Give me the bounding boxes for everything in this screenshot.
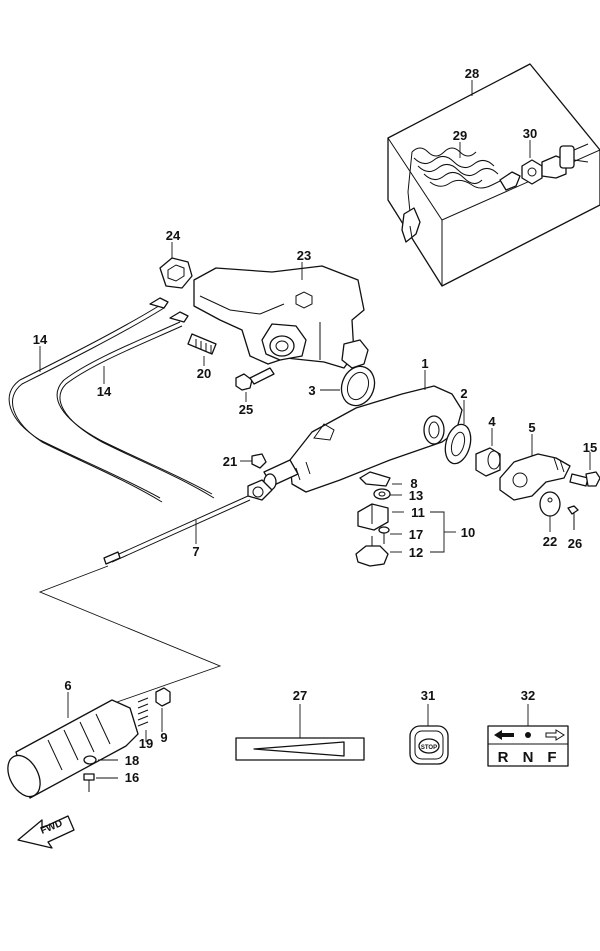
tiller-arm-1	[263, 385, 463, 493]
throttle-cables-14	[8, 297, 215, 503]
callout-23: 23	[297, 248, 311, 263]
callout-17: 17	[409, 527, 423, 542]
cap-9	[155, 687, 171, 707]
gear-label-f: F	[547, 749, 556, 766]
throttle-shaft-7	[103, 479, 273, 565]
stop-decal-31: STOP	[409, 725, 449, 765]
callout-22: 22	[543, 534, 557, 549]
callout-28: 28	[465, 66, 479, 81]
knob-12	[355, 536, 389, 567]
screw-16	[83, 773, 95, 792]
gear-label-n: N	[523, 749, 534, 766]
spring-clip-8	[359, 471, 391, 487]
callout-10: 10	[461, 525, 475, 540]
callout-14-left: 14	[33, 332, 48, 347]
shift-decal-32: R N F	[487, 725, 569, 767]
decal-27	[235, 737, 365, 761]
left-arrow-icon	[494, 730, 514, 740]
right-arrow-icon	[545, 729, 565, 741]
bolt-15	[569, 471, 600, 487]
throttle-grip-6	[7, 699, 139, 799]
stop-switch-30	[521, 143, 589, 185]
ring-3	[340, 365, 376, 407]
callout-27: 27	[293, 688, 307, 703]
bolt-20	[187, 333, 217, 355]
kit-box-28	[387, 63, 600, 287]
steering-bracket-23	[193, 265, 369, 369]
callout-19: 19	[139, 736, 153, 751]
spring-19	[137, 697, 149, 727]
callout-29: 29	[453, 128, 467, 143]
callout-3: 3	[308, 383, 315, 398]
callout-12: 12	[409, 545, 423, 560]
assembly-connection-line	[38, 565, 222, 709]
screw-26	[567, 505, 579, 530]
callout-26: 26	[568, 536, 582, 551]
stop-label: STOP	[421, 745, 437, 751]
bushing-4	[475, 447, 501, 477]
callout-21: 21	[223, 454, 237, 469]
callout-7: 7	[192, 544, 199, 559]
callout-18: 18	[125, 753, 139, 768]
fwd-arrow-icon: FWD	[17, 815, 75, 849]
callout-13: 13	[409, 488, 423, 503]
callout-1: 1	[421, 356, 428, 371]
callout-31: 31	[421, 688, 435, 703]
gear-label-r: R	[498, 749, 509, 766]
bracket-24	[159, 257, 193, 289]
callout-5: 5	[528, 420, 535, 435]
callout-24: 24	[166, 228, 181, 243]
washer-13	[373, 488, 391, 500]
screw-17	[378, 526, 390, 544]
callout-16: 16	[125, 770, 139, 785]
callout-8: 8	[410, 476, 417, 491]
lanyard-cord-29	[401, 147, 521, 243]
ring-2	[444, 423, 472, 465]
callout-6: 6	[64, 678, 71, 693]
callout-25: 25	[239, 402, 253, 417]
plate-22	[539, 491, 561, 517]
clip-21	[251, 453, 267, 469]
callout-11: 11	[411, 505, 425, 520]
callout-4: 4	[488, 414, 496, 429]
callout-32: 32	[521, 688, 535, 703]
callout-15: 15	[583, 440, 597, 455]
friction-lever-5	[499, 453, 571, 501]
throttle-stop-11	[357, 503, 389, 531]
bolt-25	[235, 367, 275, 391]
callout-30: 30	[523, 126, 537, 141]
neutral-dot-icon	[525, 732, 531, 738]
washer-18	[83, 755, 97, 765]
callout-9: 9	[160, 730, 167, 745]
callout-14-right: 14	[97, 384, 112, 399]
callout-20: 20	[197, 366, 211, 381]
callout-2: 2	[460, 386, 467, 401]
